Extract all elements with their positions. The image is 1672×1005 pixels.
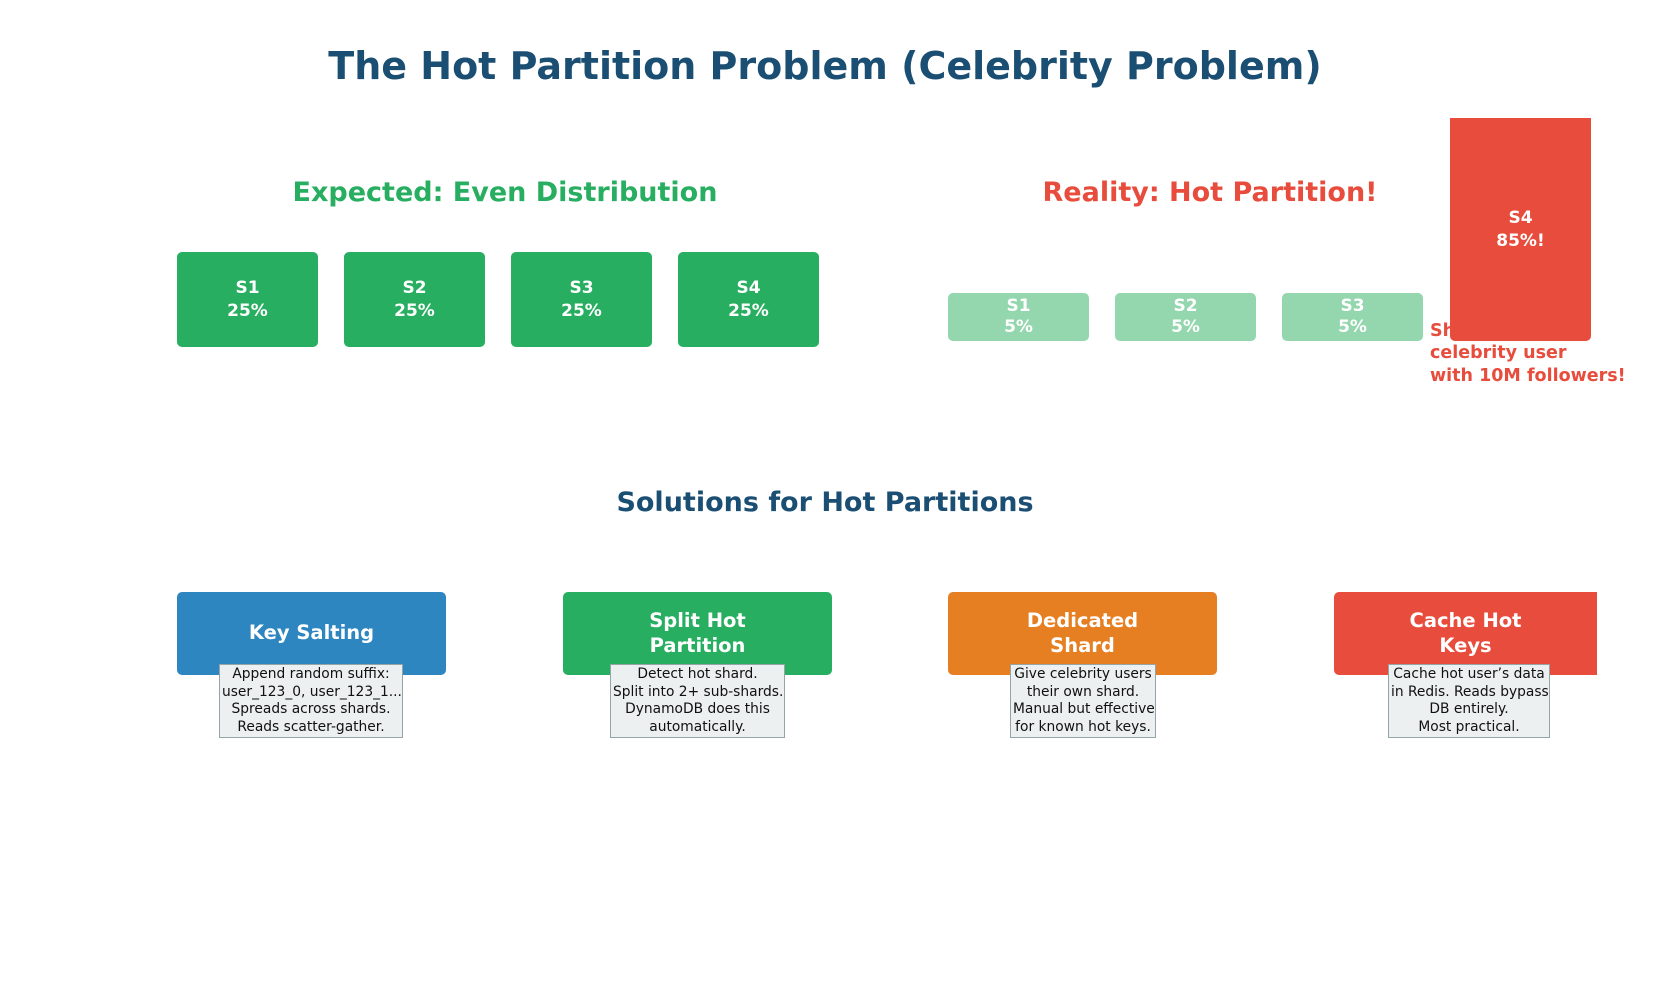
desc-line: for known hot keys.	[1015, 718, 1151, 735]
expected-shard-s4: S4 25%	[678, 252, 819, 347]
solution-split-hot-partition-desc: Detect hot shard. Split into 2+ sub-shar…	[610, 664, 785, 739]
solution-title: Dedicated	[1026, 609, 1139, 633]
solutions-heading: Solutions for Hot Partitions	[616, 487, 1034, 518]
shard-name: S3	[1340, 295, 1365, 316]
shard-name: S4	[736, 277, 761, 298]
desc-line: Manual but effective	[1013, 701, 1155, 718]
note-line: with 10M followers!	[1430, 365, 1626, 386]
desc-line: DB entirely.	[1429, 701, 1509, 718]
shard-load: 85%!	[1496, 230, 1545, 251]
desc-line: Most practical.	[1418, 718, 1520, 735]
shard-load: 5%	[1338, 317, 1367, 337]
desc-line: Spreads across shards.	[231, 701, 391, 718]
desc-line: Give celebrity users	[1014, 666, 1152, 682]
reality-shard-s2: S2 5%	[1115, 293, 1256, 341]
shard-name: S4	[1508, 207, 1533, 228]
solution-cache-hot-keys: Cache Hot Keys	[1334, 592, 1597, 675]
desc-line: automatically.	[649, 718, 746, 735]
expected-shard-s1: S1 25%	[177, 252, 318, 347]
solution-title: Shard	[1050, 633, 1115, 657]
solution-dedicated-shard: Dedicated Shard	[948, 592, 1217, 675]
solution-dedicated-shard-desc: Give celebrity users their own shard. Ma…	[1010, 664, 1156, 739]
shard-load: 25%	[227, 300, 268, 321]
desc-line: in Redis. Reads bypass	[1391, 683, 1549, 700]
solution-key-salting-desc: Append random suffix: user_123_0, user_1…	[219, 664, 403, 739]
desc-line: user_123_0, user_123_1...	[222, 683, 402, 700]
expected-shard-s2: S2 25%	[344, 252, 485, 347]
desc-line: Cache hot user’s data	[1393, 666, 1545, 682]
solution-title: Key Salting	[248, 621, 375, 645]
desc-line: Append random suffix:	[232, 666, 390, 682]
desc-line: Detect hot shard.	[637, 666, 758, 682]
solution-title: Cache Hot	[1409, 609, 1522, 633]
solution-split-hot-partition: Split Hot Partition	[563, 592, 832, 675]
shard-load: 5%	[1171, 317, 1200, 337]
shard-name: S2	[1173, 295, 1198, 316]
solution-key-salting: Key Salting	[177, 592, 446, 675]
reality-heading: Reality: Hot Partition!	[1042, 177, 1378, 208]
shard-name: S2	[402, 277, 427, 298]
shard-name: S3	[569, 277, 594, 298]
shard-name: S1	[1006, 295, 1031, 316]
reality-shard-s1: S1 5%	[948, 293, 1089, 341]
reality-shard-s3: S3 5%	[1282, 293, 1423, 341]
desc-line: their own shard.	[1026, 683, 1140, 700]
solution-cache-hot-keys-desc: Cache hot user’s data in Redis. Reads by…	[1388, 664, 1550, 739]
expected-heading: Expected: Even Distribution	[292, 177, 718, 208]
note-line: celebrity user	[1430, 343, 1567, 364]
desc-line: Split into 2+ sub-shards.	[613, 683, 784, 700]
shard-load: 25%	[394, 300, 435, 321]
shard-load: 5%	[1004, 317, 1033, 337]
shard-name: S1	[235, 277, 260, 298]
solution-title: Partition	[649, 633, 746, 657]
shard-load: 25%	[561, 300, 602, 321]
solution-title: Split Hot	[649, 609, 746, 633]
solution-title: Keys	[1439, 633, 1492, 657]
reality-hot-shard-s4: S4 85%!	[1450, 118, 1591, 341]
desc-line: DynamoDB does this	[625, 701, 770, 718]
expected-shard-s3: S3 25%	[511, 252, 652, 347]
shard-load: 25%	[728, 300, 769, 321]
desc-line: Reads scatter-gather.	[237, 718, 385, 735]
page-title: The Hot Partition Problem (Celebrity Pro…	[328, 44, 1322, 88]
